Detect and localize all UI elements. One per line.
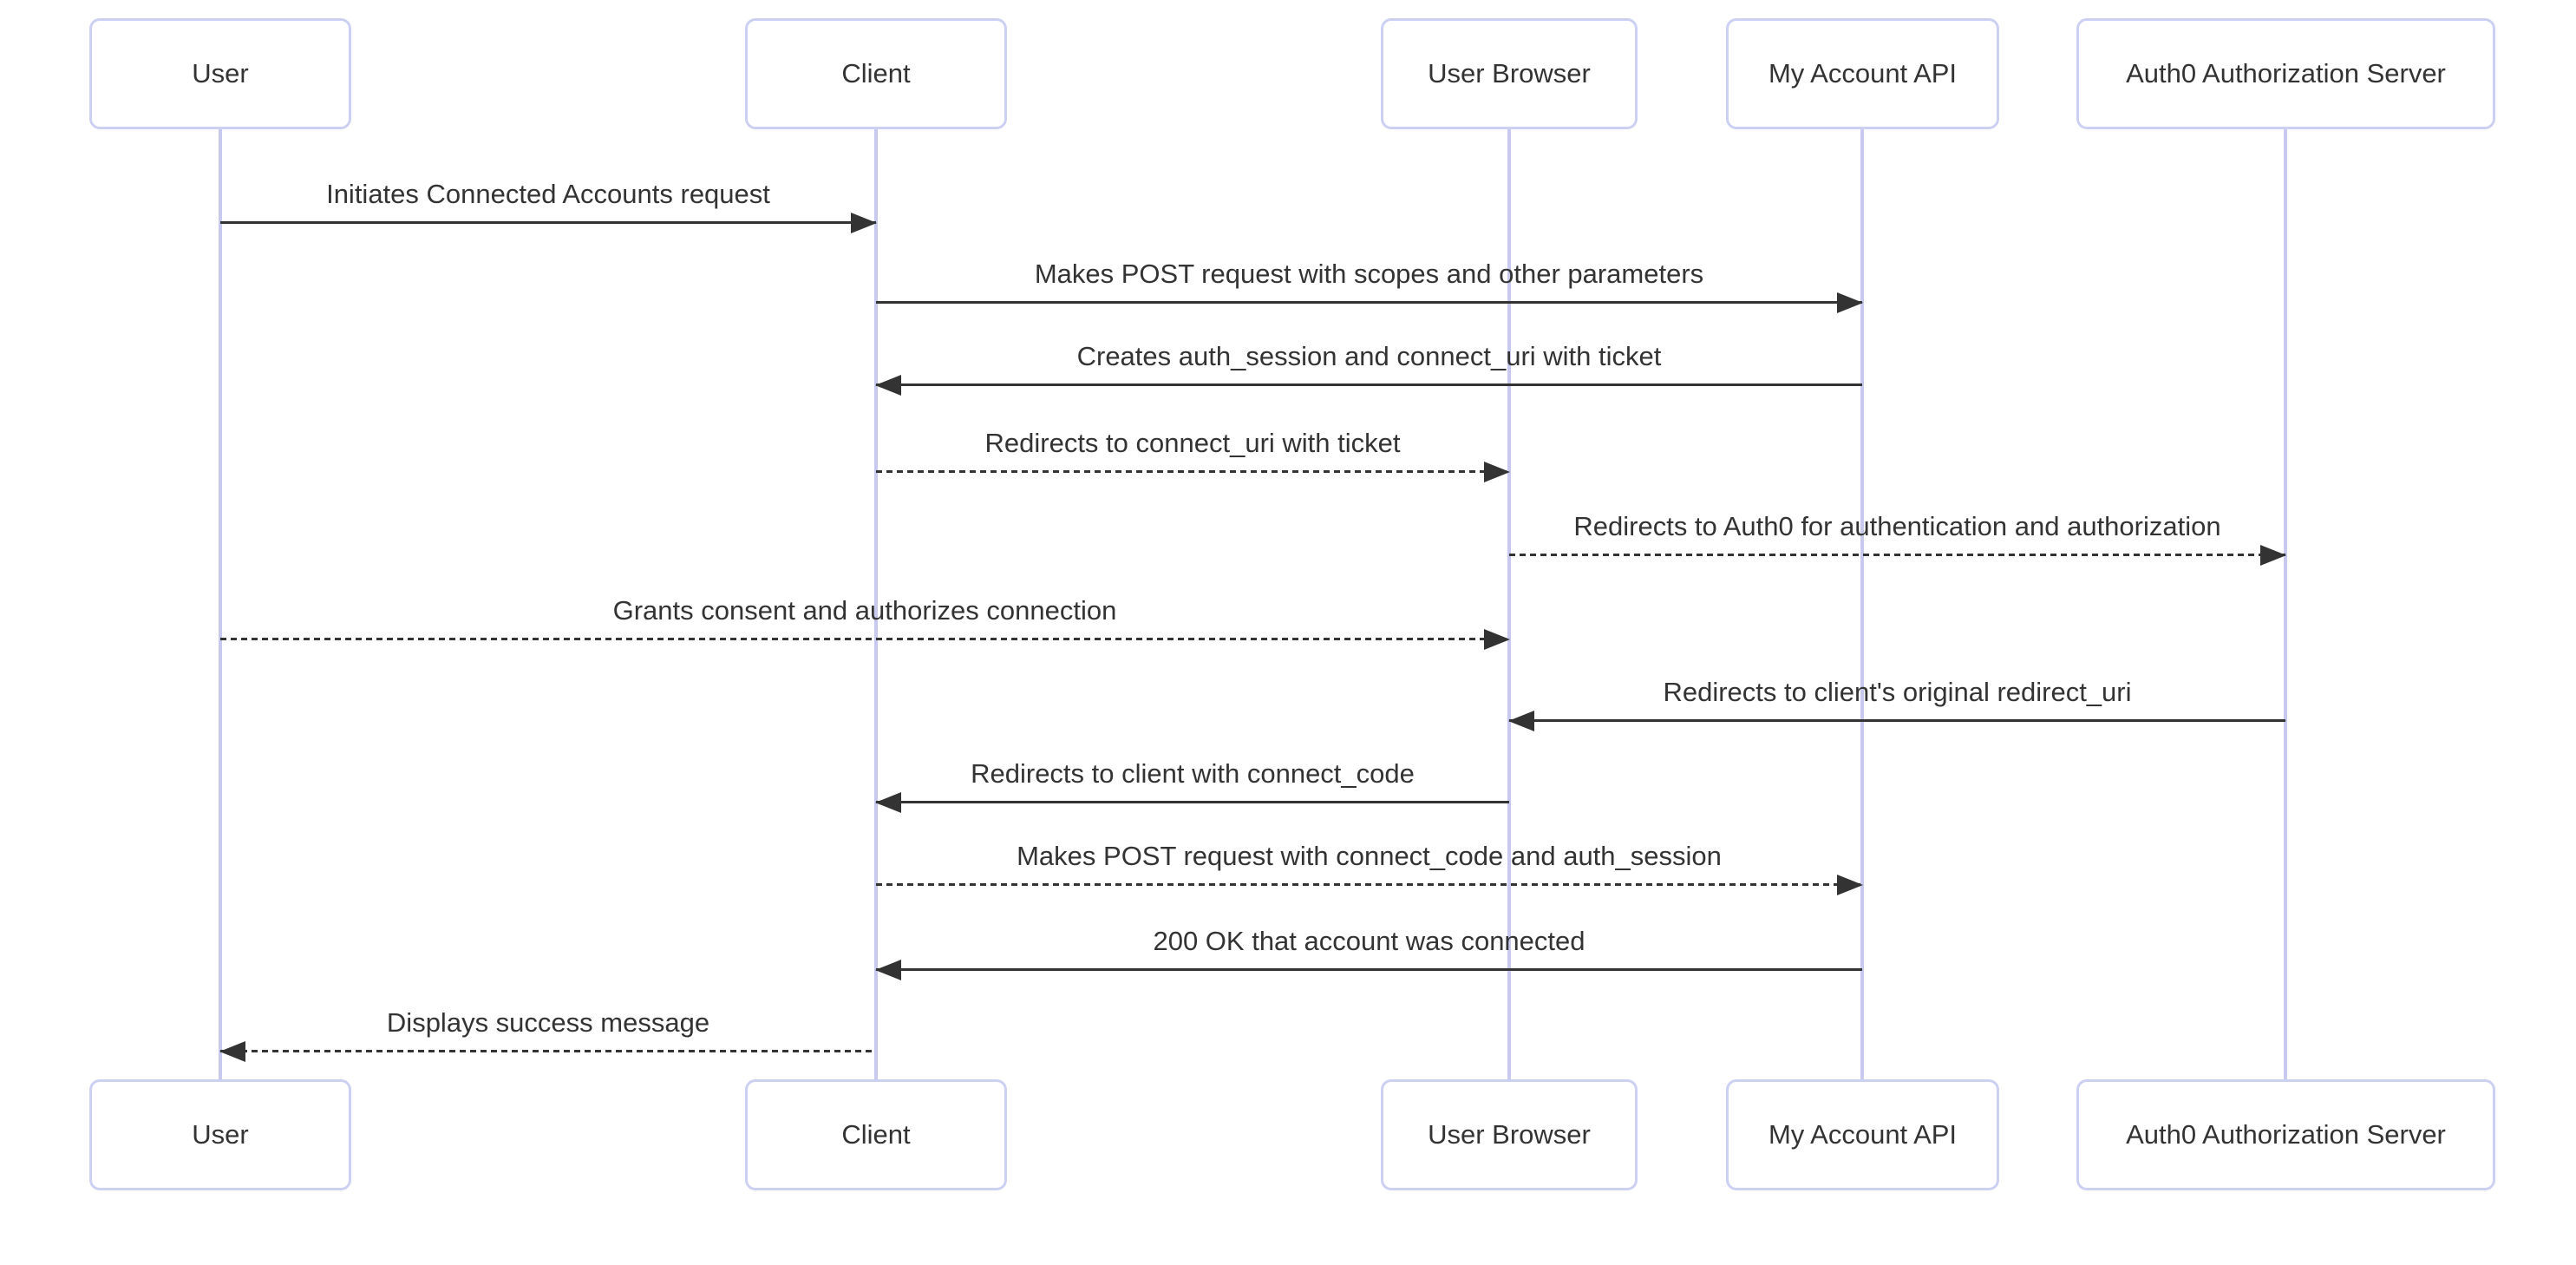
arrow-line <box>876 470 1509 473</box>
message-redirects-connect-uri: Redirects to connect_uri with ticket <box>876 426 1510 483</box>
actor-label-client: Client <box>841 1119 911 1150</box>
message-label: Initiates Connected Accounts request <box>326 179 770 209</box>
arrowhead-right-icon <box>1484 461 1510 482</box>
message-grants-consent: Grants consent and authorizes connection <box>220 593 1510 651</box>
actor-box-user-bottom: User <box>89 1079 351 1190</box>
message-arrow <box>875 959 1862 981</box>
message-label: Redirects to client's original redirect_… <box>1663 677 2132 707</box>
message-arrow <box>1509 544 2286 567</box>
message-label: Creates auth_session and connect_uri wit… <box>1076 341 1662 371</box>
arrow-line <box>220 638 1509 640</box>
actor-box-user-browser-top: User Browser <box>1381 18 1638 129</box>
message-arrow <box>1508 710 2285 732</box>
message-arrow <box>876 874 1863 896</box>
message-arrow <box>875 374 1862 397</box>
actor-label-user: User <box>192 58 249 88</box>
actor-box-user-browser-bottom: User Browser <box>1381 1079 1638 1190</box>
actor-label-my-account-api: My Account API <box>1768 58 1958 88</box>
arrow-line <box>876 383 1862 386</box>
message-redirects-to-auth0: Redirects to Auth0 for authentication an… <box>1509 509 2286 567</box>
actor-box-client-bottom: Client <box>745 1079 1007 1190</box>
lifeline-auth0-server <box>2284 129 2287 1081</box>
message-arrow <box>220 628 1510 651</box>
arrowhead-left-icon <box>219 1040 245 1062</box>
arrowhead-left-icon <box>875 959 901 980</box>
lifeline-user-browser <box>1507 129 1511 1081</box>
arrow-line <box>1509 554 2285 556</box>
message-initiates-connected-accounts: Initiates Connected Accounts request <box>220 177 877 234</box>
message-label: Redirects to client with connect_code <box>971 758 1415 789</box>
message-200-ok: 200 OK that account was connected <box>875 924 1862 981</box>
message-displays-success: Displays success message <box>219 1006 876 1063</box>
actor-box-user-top: User <box>89 18 351 129</box>
lifeline-client <box>874 129 878 1081</box>
actor-box-client-top: Client <box>745 18 1007 129</box>
actor-label-user-browser: User Browser <box>1428 1119 1591 1150</box>
arrowhead-right-icon <box>1837 874 1863 895</box>
message-arrow <box>219 1040 876 1063</box>
arrow-line <box>1509 719 2285 722</box>
arrow-line <box>876 801 1509 803</box>
arrowhead-right-icon <box>2260 544 2286 566</box>
message-label: 200 OK that account was connected <box>1153 926 1585 956</box>
lifeline-user <box>219 129 222 1081</box>
actor-label-auth0-server: Auth0 Authorization Server <box>2126 1119 2446 1150</box>
message-label: Redirects to Auth0 for authentication an… <box>1573 511 2221 541</box>
actor-label-auth0-server: Auth0 Authorization Server <box>2126 58 2446 88</box>
arrowhead-right-icon <box>1484 628 1510 650</box>
arrow-line <box>876 301 1862 304</box>
message-arrow <box>875 791 1509 814</box>
actor-label-user-browser: User Browser <box>1428 58 1591 88</box>
arrow-line <box>220 221 876 224</box>
arrow-line <box>876 968 1862 971</box>
message-label: Makes POST request with connect_code and… <box>1017 841 1722 871</box>
actor-box-my-account-api-top: My Account API <box>1726 18 1999 129</box>
message-arrow <box>876 292 1863 314</box>
message-arrow <box>876 461 1510 483</box>
actor-label-my-account-api: My Account API <box>1768 1119 1958 1150</box>
message-post-scopes: Makes POST request with scopes and other… <box>876 257 1863 314</box>
arrowhead-left-icon <box>875 374 901 396</box>
message-creates-auth-session: Creates auth_session and connect_uri wit… <box>875 339 1862 397</box>
actor-box-auth0-server-bottom: Auth0 Authorization Server <box>2076 1079 2495 1190</box>
message-arrow <box>220 212 877 234</box>
actor-box-my-account-api-bottom: My Account API <box>1726 1079 1999 1190</box>
message-label: Grants consent and authorizes connection <box>612 595 1117 626</box>
arrow-line <box>220 1050 876 1052</box>
message-label: Makes POST request with scopes and other… <box>1034 259 1704 289</box>
message-redirects-original-redirect-uri: Redirects to client's original redirect_… <box>1508 675 2285 732</box>
lifeline-my-account-api <box>1860 129 1864 1081</box>
actor-label-user: User <box>192 1119 249 1150</box>
arrowhead-left-icon <box>875 791 901 813</box>
arrow-line <box>876 883 1862 886</box>
arrowhead-right-icon <box>1837 292 1863 313</box>
actor-box-auth0-server-top: Auth0 Authorization Server <box>2076 18 2495 129</box>
actor-label-client: Client <box>841 58 911 88</box>
message-post-connect-code: Makes POST request with connect_code and… <box>876 839 1863 896</box>
message-redirects-connect-code: Redirects to client with connect_code <box>875 757 1509 814</box>
message-label: Displays success message <box>386 1007 710 1038</box>
arrowhead-left-icon <box>1508 710 1534 731</box>
arrowhead-right-icon <box>851 212 877 233</box>
message-label: Redirects to connect_uri with ticket <box>984 428 1401 458</box>
